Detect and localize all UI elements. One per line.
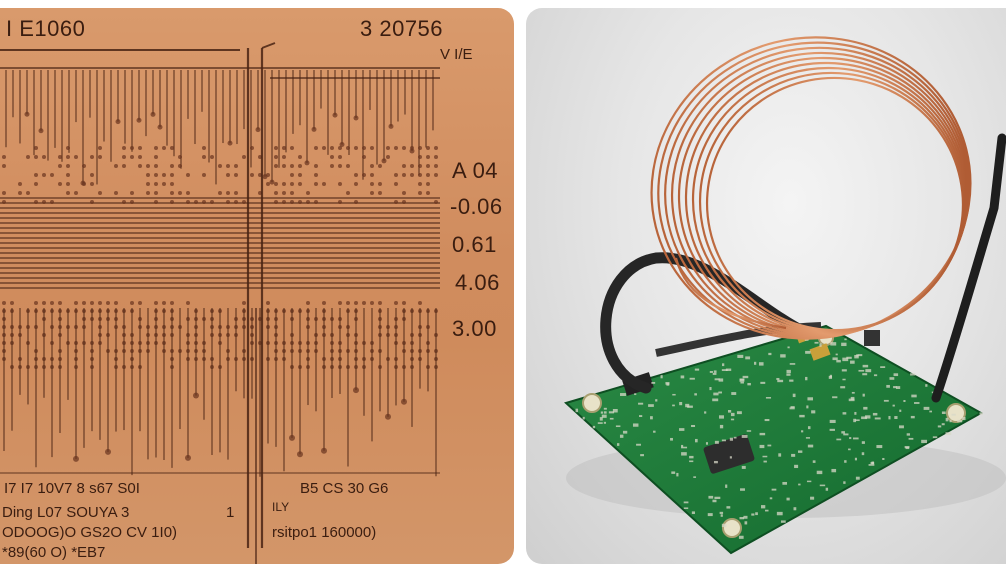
label-bottom-row-4: *89(60 O) *EB7 (2, 544, 106, 561)
label-value-2: -0.06 (450, 194, 503, 219)
label-bottom-row-1b: B5 CS 30 G6 (300, 480, 389, 497)
pcb-with-copper-coil (564, 36, 1006, 555)
trace-pattern (0, 42, 440, 564)
label-bottom-row-2b: 1 (226, 504, 235, 521)
label-value-1: A 04 (452, 158, 499, 183)
label-top-left: I E1060 (6, 16, 86, 41)
pcb-photo (526, 8, 1006, 564)
label-bottom-row-2: Ding L07 SOUYA 3 (2, 504, 130, 521)
label-top-right: 3 20756 (360, 16, 444, 41)
copper-coil (650, 36, 972, 340)
label-top-far-right: V I/E (440, 46, 473, 63)
label-value-5: 3.00 (452, 316, 497, 341)
label-bottom-small: ILY (272, 500, 290, 514)
black-cable-right (931, 133, 1006, 403)
label-bottom-row-3: ODOOG)O GS2O CV 1I0) (2, 524, 178, 541)
pcb-board (564, 324, 984, 555)
chip (703, 434, 755, 474)
black-cable-left (600, 252, 812, 394)
circuit-board-illustration: I E1060 3 20756 V I/E A 04 -0.06 0.61 4.… (0, 8, 514, 564)
label-bottom-row-3b: rsitpo1 160000) (272, 524, 377, 541)
label-value-4: 4.06 (455, 270, 500, 295)
label-bottom-row-1: I7 I7 10V7 8 s67 S0I (4, 480, 140, 497)
label-value-3: 0.61 (452, 232, 497, 257)
